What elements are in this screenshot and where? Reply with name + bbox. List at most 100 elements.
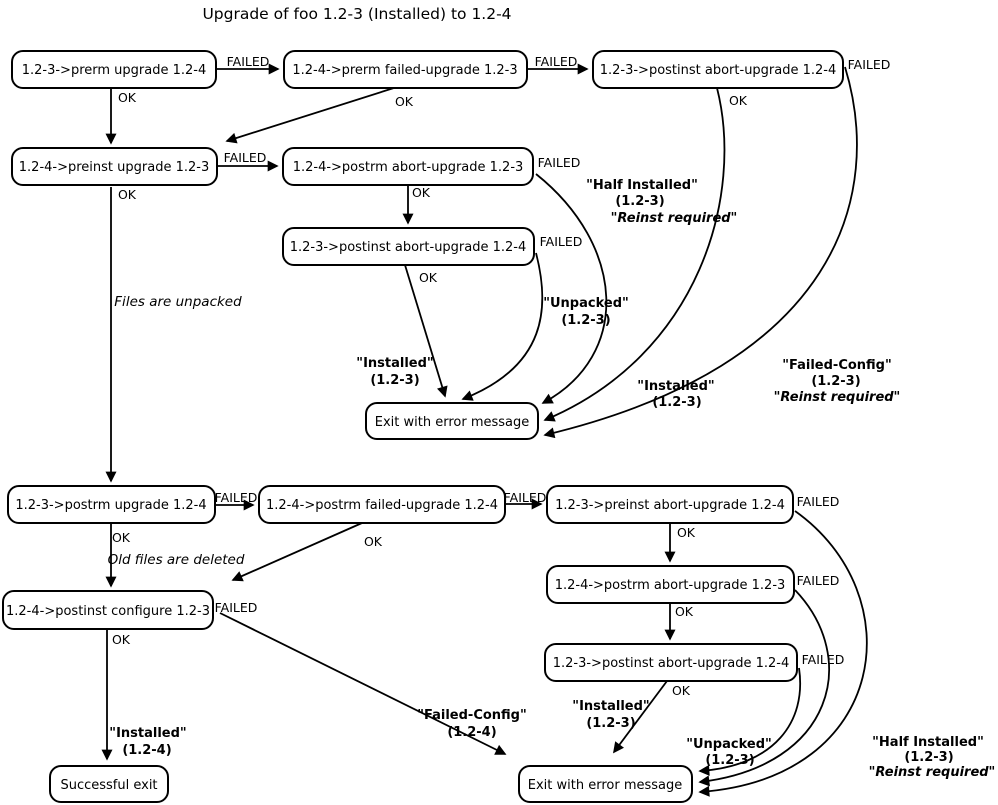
edge-prermfailed-ok [225,86,398,144]
state-failed-config-13-1: "Failed-Config" [782,358,892,373]
state-unpacked-13-bottom-1: "Unpacked" [686,737,772,752]
state-installed-13-bottom-2: (1.2-3) [586,716,635,731]
label-failed-2: FAILED [535,54,578,69]
node-preinst-abort: 1.2-3->preinst abort-upgrade 1.2-4 [546,485,794,524]
state-installed-13-midleft-1: "Installed" [356,356,433,371]
diagram-title: Upgrade of foo 1.2-3 (Installed) to 1.2-… [202,5,511,23]
node-postinst-abort-bottom-label: 1.2-3->postinst abort-upgrade 1.2-4 [553,656,790,671]
node-postinst-configure-box [2,590,214,630]
label-failed-1: FAILED [227,54,270,69]
label-ok-7: OK [112,530,131,545]
state-failed-config-13-3: "Reinst required" [774,390,901,405]
node-postrm-abort-bottom: 1.2-4->postrm abort-upgrade 1.2-3 [546,565,795,604]
label-failed-7: FAILED [215,490,258,505]
node-postinst-abort-mid: 1.2-3->postinst abort-upgrade 1.2-4 [282,227,535,266]
edge-postinstabort-mid-failed [461,252,544,401]
node-postrm-upgrade: 1.2-3->postrm upgrade 1.2-4 [7,485,216,524]
node-successful-exit-box [49,765,169,803]
label-failed-6: FAILED [540,234,583,249]
edge-preinstabort-failed [698,510,868,797]
node-prerm-failed-upgrade: 1.2-4->prerm failed-upgrade 1.2-3 [283,50,528,89]
edges [101,63,868,797]
state-half-installed-bottom-2: (1.2-3) [904,750,953,765]
state-installed-14-2: (1.2-4) [122,743,171,758]
node-postrm-abort-top-box [282,147,534,186]
node-postrm-failed-upgrade-box [258,485,506,524]
label-ok-12: OK [672,683,691,698]
node-postinst-configure: 1.2-4->postinst configure 1.2-3 [2,590,214,630]
state-labels: "Installed" (1.2-3) "Unpacked" (1.2-3) "… [109,178,995,780]
node-postrm-abort-bottom-box [546,565,795,604]
node-postinst-abort-top: 1.2-3->postinst abort-upgrade 1.2-4 [592,50,844,89]
label-failed-8: FAILED [504,490,547,505]
node-successful-exit-label: Successful exit [60,778,157,793]
state-unpacked-13-top-1: "Unpacked" [543,296,629,311]
edge-postrmfailed-ok [231,522,363,582]
node-exit-error-bottom: Exit with error message [518,765,693,803]
node-postinst-abort-mid-label: 1.2-3->postinst abort-upgrade 1.2-4 [290,240,527,255]
node-postrm-upgrade-box [7,485,216,524]
node-exit-error-bottom-box [518,765,693,803]
note-files-unpacked: Files are unpacked [114,294,242,310]
node-postinst-abort-mid-box [282,227,535,266]
node-postrm-abort-top-label: 1.2-4->postrm abort-upgrade 1.2-3 [293,160,524,175]
edge-postinstabort-mid-ok [404,264,448,398]
edge-postinstabort-top-ok [543,87,726,422]
state-half-installed-top-1: "Half Installed" [586,178,698,193]
state-half-installed-top-3: "Reinst required" [611,211,738,226]
label-ok-3: OK [412,185,431,200]
label-ok-5: OK [729,93,748,108]
node-preinst-upgrade-label: 1.2-4->preinst upgrade 1.2-3 [19,160,209,175]
node-postrm-abort-top: 1.2-4->postrm abort-upgrade 1.2-3 [282,147,534,186]
state-half-installed-top-2: (1.2-3) [615,194,664,209]
edge-labels: FAILED FAILED FAILED OK OK FAILED FAILED… [112,54,890,698]
node-prerm-upgrade-box [11,50,217,89]
label-ok-2: OK [395,94,414,109]
node-postrm-upgrade-label: 1.2-3->postrm upgrade 1.2-4 [15,498,206,513]
label-failed-11: FAILED [215,600,258,615]
state-unpacked-13-top-2: (1.2-3) [561,313,610,328]
state-installed-13-midleft-2: (1.2-3) [370,373,419,388]
state-failed-config-14-2: (1.2-4) [447,725,496,740]
node-prerm-upgrade-label: 1.2-3->prerm upgrade 1.2-4 [22,63,207,78]
node-postinst-abort-top-box [592,50,844,89]
state-installed-14-1: "Installed" [109,726,186,741]
label-ok-11: OK [112,632,131,647]
state-installed-13-right-1: "Installed" [637,379,714,394]
node-preinst-upgrade: 1.2-4->preinst upgrade 1.2-3 [11,147,218,186]
state-unpacked-13-bottom-2: (1.2-3) [705,753,754,768]
node-prerm-upgrade: 1.2-3->prerm upgrade 1.2-4 [11,50,217,89]
node-exit-error-bottom-label: Exit with error message [528,778,683,793]
edge-configure-failed [219,612,507,755]
node-postinst-abort-bottom-box [544,643,798,682]
label-failed-12: FAILED [802,652,845,667]
node-preinst-abort-label: 1.2-3->preinst abort-upgrade 1.2-4 [555,498,785,513]
label-ok-8: OK [364,534,383,549]
node-postrm-failed-upgrade-label: 1.2-4->postrm failed-upgrade 1.2-4 [266,498,498,513]
node-postinst-abort-top-label: 1.2-3->postinst abort-upgrade 1.2-4 [600,63,837,78]
label-failed-9: FAILED [797,494,840,509]
node-successful-exit: Successful exit [49,765,169,803]
node-postrm-failed-upgrade: 1.2-4->postrm failed-upgrade 1.2-4 [258,485,506,524]
node-exit-error-mid: Exit with error message [365,402,539,440]
node-exit-error-mid-label: Exit with error message [375,415,530,430]
label-ok-4: OK [118,187,137,202]
label-ok-10: OK [675,604,694,619]
node-prerm-failed-upgrade-box [283,50,528,89]
edge-postinstabort-bottom-failed [698,667,801,776]
edge-postinstabort-bottom-ok [613,680,668,754]
label-ok-6: OK [419,270,438,285]
label-failed-5: FAILED [538,155,581,170]
label-failed-3: FAILED [848,57,891,72]
label-failed-4: FAILED [224,150,267,165]
node-exit-error-mid-box [365,402,539,440]
edge-postrmabort-bottom-failed [698,589,830,787]
node-preinst-abort-box [546,485,794,524]
state-failed-config-13-2: (1.2-3) [811,374,860,389]
label-ok-1: OK [118,90,137,105]
state-half-installed-bottom-3: "Reinst required" [869,765,996,780]
node-postrm-abort-bottom-label: 1.2-4->postrm abort-upgrade 1.2-3 [555,578,786,593]
state-half-installed-bottom-1: "Half Installed" [872,735,984,750]
